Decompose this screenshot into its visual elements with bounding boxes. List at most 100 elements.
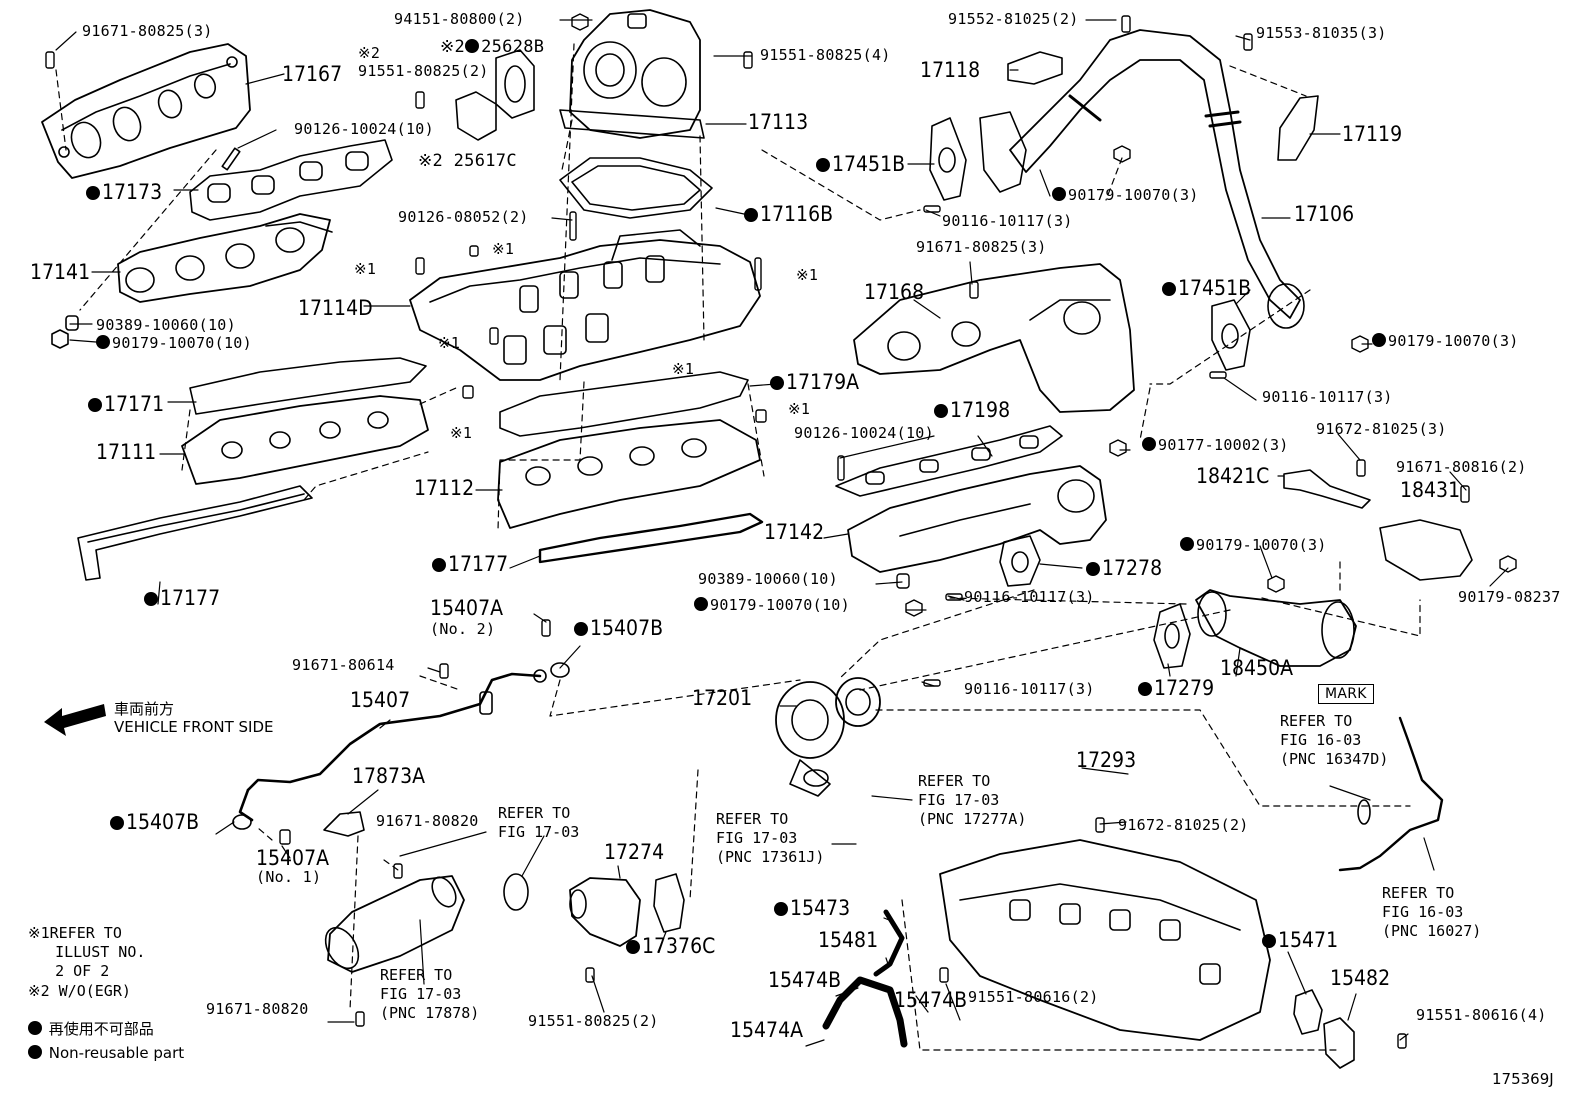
- converter-18450a-shape: [1195, 589, 1357, 667]
- heat-insulator-17168-shape: [853, 263, 1135, 413]
- note-mark-1e: ※1: [672, 360, 695, 378]
- label-17873a: 17873A: [352, 764, 426, 788]
- label-17451b-top: 17451B: [816, 152, 905, 176]
- gasket-15471-shape: [1293, 989, 1323, 1035]
- label-15473: 15473: [774, 896, 850, 920]
- label-17171: 17171: [88, 392, 164, 416]
- label-17201: 17201: [692, 686, 753, 710]
- non-reusable-dot-icon: [1052, 187, 1066, 201]
- non-reusable-dot-icon: [1162, 282, 1176, 296]
- label-91672-81025-low: 91672-81025(2): [1118, 816, 1249, 834]
- gasket-17179a-shape: [499, 371, 749, 437]
- gasket-17171-shape: [189, 357, 427, 415]
- label-18431: 18431: [1400, 478, 1461, 502]
- note-mark-1d: ※1: [438, 334, 461, 352]
- label-17451b-right: 17451B: [1162, 276, 1251, 300]
- label-91553-81035: 91553-81035(3): [1256, 24, 1387, 42]
- legend-en: Non-reusable part: [28, 1044, 184, 1062]
- plate-25617c-shape: [455, 91, 497, 141]
- exhaust-manifold-17141-shape: [117, 213, 333, 303]
- label-91551-80825-2: 91551-80825(2): [358, 62, 489, 80]
- label-91551-80616-4: 91551-80616(4): [1416, 1006, 1547, 1024]
- label-91672-81025-top: 91672-81025(3): [1316, 420, 1447, 438]
- fitting-15482-shape: [1323, 1017, 1355, 1069]
- note-1-refer-illust: ※1REFER TO ILLUST NO. 2 OF 2: [28, 924, 146, 980]
- label-18421c: 18421C: [1196, 464, 1270, 488]
- label-17141: 17141: [30, 260, 91, 284]
- non-reusable-dot-icon: [774, 902, 788, 916]
- legend-jp: 再使用不可部品: [28, 1018, 154, 1039]
- ref-fig-17-03-17878: REFER TO FIG 17-03 (PNC 17878): [380, 966, 480, 1022]
- hose-15481-shape: [873, 909, 905, 977]
- dipstick-tube-shape: [1338, 716, 1444, 872]
- non-reusable-dot-icon: [86, 186, 100, 200]
- non-reusable-dot-icon: [1138, 682, 1152, 696]
- label-17279: 17279: [1138, 676, 1214, 700]
- non-reusable-dot-icon: [626, 940, 640, 954]
- label-15474a: 15474A: [730, 1018, 804, 1042]
- gasket-17177-mid-shape: [538, 512, 764, 564]
- note-mark-1c: ※1: [796, 266, 819, 284]
- leader-lines: [55, 19, 1509, 1047]
- vehicle-front-arrow-icon: [44, 704, 106, 736]
- label-15407b-top: 15407B: [574, 616, 663, 640]
- non-reusable-dot-icon: [934, 404, 948, 418]
- label-91551-80825-low: 91551-80825(2): [528, 1012, 659, 1030]
- note-mark-1b: ※1: [354, 260, 377, 278]
- label-17179a: 17179A: [770, 370, 859, 394]
- label-17116b: 17116B: [744, 202, 833, 226]
- exhaust-manifold-17142-shape: [847, 465, 1107, 573]
- flange-egr-shape: [979, 111, 1027, 193]
- label-90389-10060-mid: 90389-10060(10): [698, 570, 838, 588]
- label-15474b-mid: 15474B: [894, 988, 968, 1012]
- air-tube-17274-shape: [569, 877, 641, 947]
- gasket-17279-shape: [1153, 603, 1191, 669]
- label-15407: 15407: [350, 688, 411, 712]
- non-reusable-dot-icon: [1086, 562, 1100, 576]
- note-mark-1f: ※1: [788, 400, 811, 418]
- heat-insulator-18431-shape: [1379, 519, 1473, 581]
- non-reusable-dot-icon: [465, 39, 480, 53]
- gasket-17451b-right-shape: [1211, 299, 1251, 371]
- non-reusable-dot-icon: [1180, 537, 1194, 551]
- ref-fig-16-03-16347d: REFER TO FIG 16-03 (PNC 16347D): [1280, 712, 1389, 768]
- label-15482: 15482: [1330, 966, 1391, 990]
- diagram-id: 175369J: [1492, 1070, 1554, 1088]
- label-15407b-left: 15407B: [110, 810, 199, 834]
- non-reusable-dot-icon: [770, 376, 784, 390]
- note-mark-1g: ※1: [450, 424, 473, 442]
- label-17119: 17119: [1342, 122, 1403, 146]
- non-reusable-dot-icon: [28, 1021, 42, 1035]
- label-25617c: ※2 25617C: [418, 151, 517, 171]
- label-90179-10070-right: 90179-10070(3): [1372, 332, 1519, 350]
- label-15407a-low: 15407A: [256, 846, 330, 870]
- gasket-17451b-top-shape: [929, 117, 967, 201]
- bracket-17873a-shape: [323, 811, 365, 837]
- gasket-17173-shape: [189, 139, 393, 221]
- ref-fig-16-03-16027: REFER TO FIG 16-03 (PNC 16027): [1382, 884, 1482, 940]
- label-15407a-top: 15407A: [430, 596, 504, 620]
- label-17274: 17274: [604, 840, 665, 864]
- label-90179-08237: 90179-08237: [1458, 588, 1561, 606]
- label-91671-80816: 91671-80816(2): [1396, 458, 1527, 476]
- label-90179-10070-top: 90179-10070(3): [1052, 186, 1199, 204]
- bracket-18421c-shape: [1283, 469, 1371, 509]
- gasket-25628b-shape: [495, 49, 535, 119]
- label-90126-10024-left: 90126-10024(10): [294, 120, 434, 138]
- intake-hose-shape: [324, 875, 465, 973]
- label-90179-10070-left: 90179-10070(10): [96, 334, 252, 352]
- label-17278: 17278: [1086, 556, 1162, 580]
- ref-fig-17-03: REFER TO FIG 17-03: [498, 804, 580, 841]
- label-91671-80825-mid: 91671-80825(3): [916, 238, 1047, 256]
- heat-insulator-17167-shape: [41, 43, 251, 179]
- label-15474b-left: 15474B: [768, 968, 842, 992]
- label-17142: 17142: [764, 520, 825, 544]
- non-reusable-dot-icon: [1262, 934, 1276, 948]
- label-17111: 17111: [96, 440, 157, 464]
- label-17106: 17106: [1294, 202, 1355, 226]
- dashed-alignment-lines: [55, 43, 1421, 1051]
- vehicle-front-en: VEHICLE FRONT SIDE: [114, 718, 274, 736]
- non-reusable-dot-icon: [144, 592, 158, 606]
